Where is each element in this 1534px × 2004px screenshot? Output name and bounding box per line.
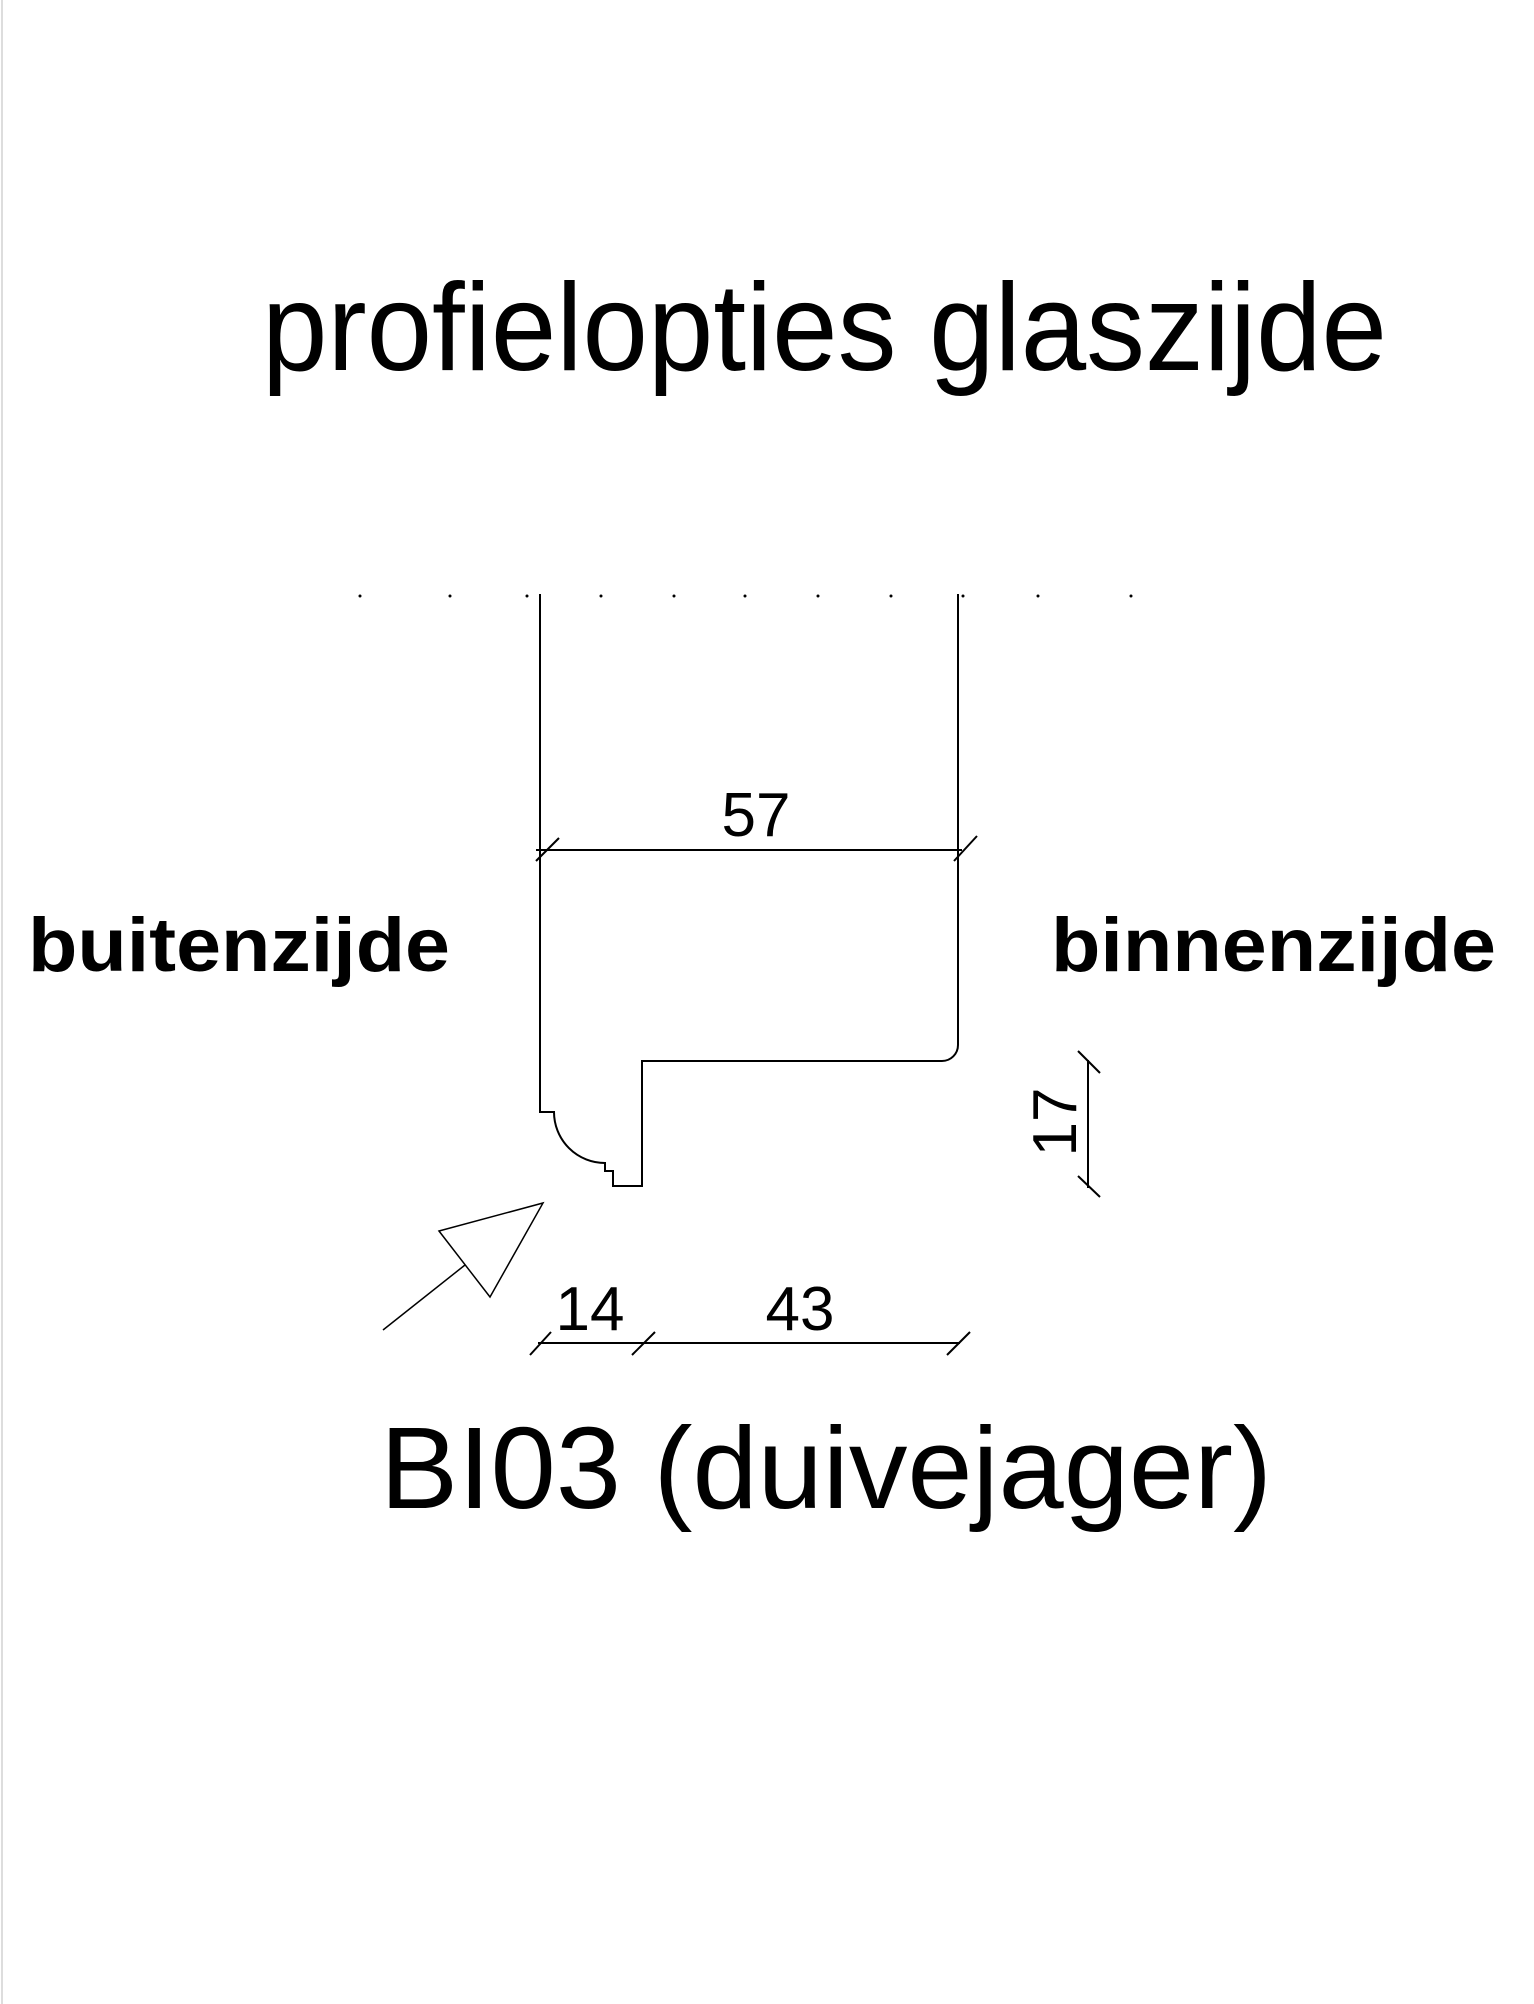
dimension-height	[1077, 1050, 1101, 1198]
profile-outline	[539, 594, 959, 1187]
dimension-17-label: 17	[1021, 1088, 1090, 1157]
profile-name: BI03 (duivejager)	[380, 1403, 1272, 1533]
dimension-14-label: 14	[556, 1275, 625, 1344]
view-arrow-icon	[382, 1201, 545, 1331]
dimension-57-label: 57	[722, 781, 791, 850]
dimension-bottom	[529, 1331, 971, 1356]
dimension-43-label: 43	[766, 1275, 835, 1344]
outside-label: buitenzijde	[28, 903, 450, 988]
inside-label: binnenzijde	[1051, 903, 1496, 988]
glass-line-dots	[358, 594, 1133, 598]
dimension-total-width	[535, 835, 978, 862]
drawing-title: profielopties glaszijde	[262, 259, 1387, 397]
